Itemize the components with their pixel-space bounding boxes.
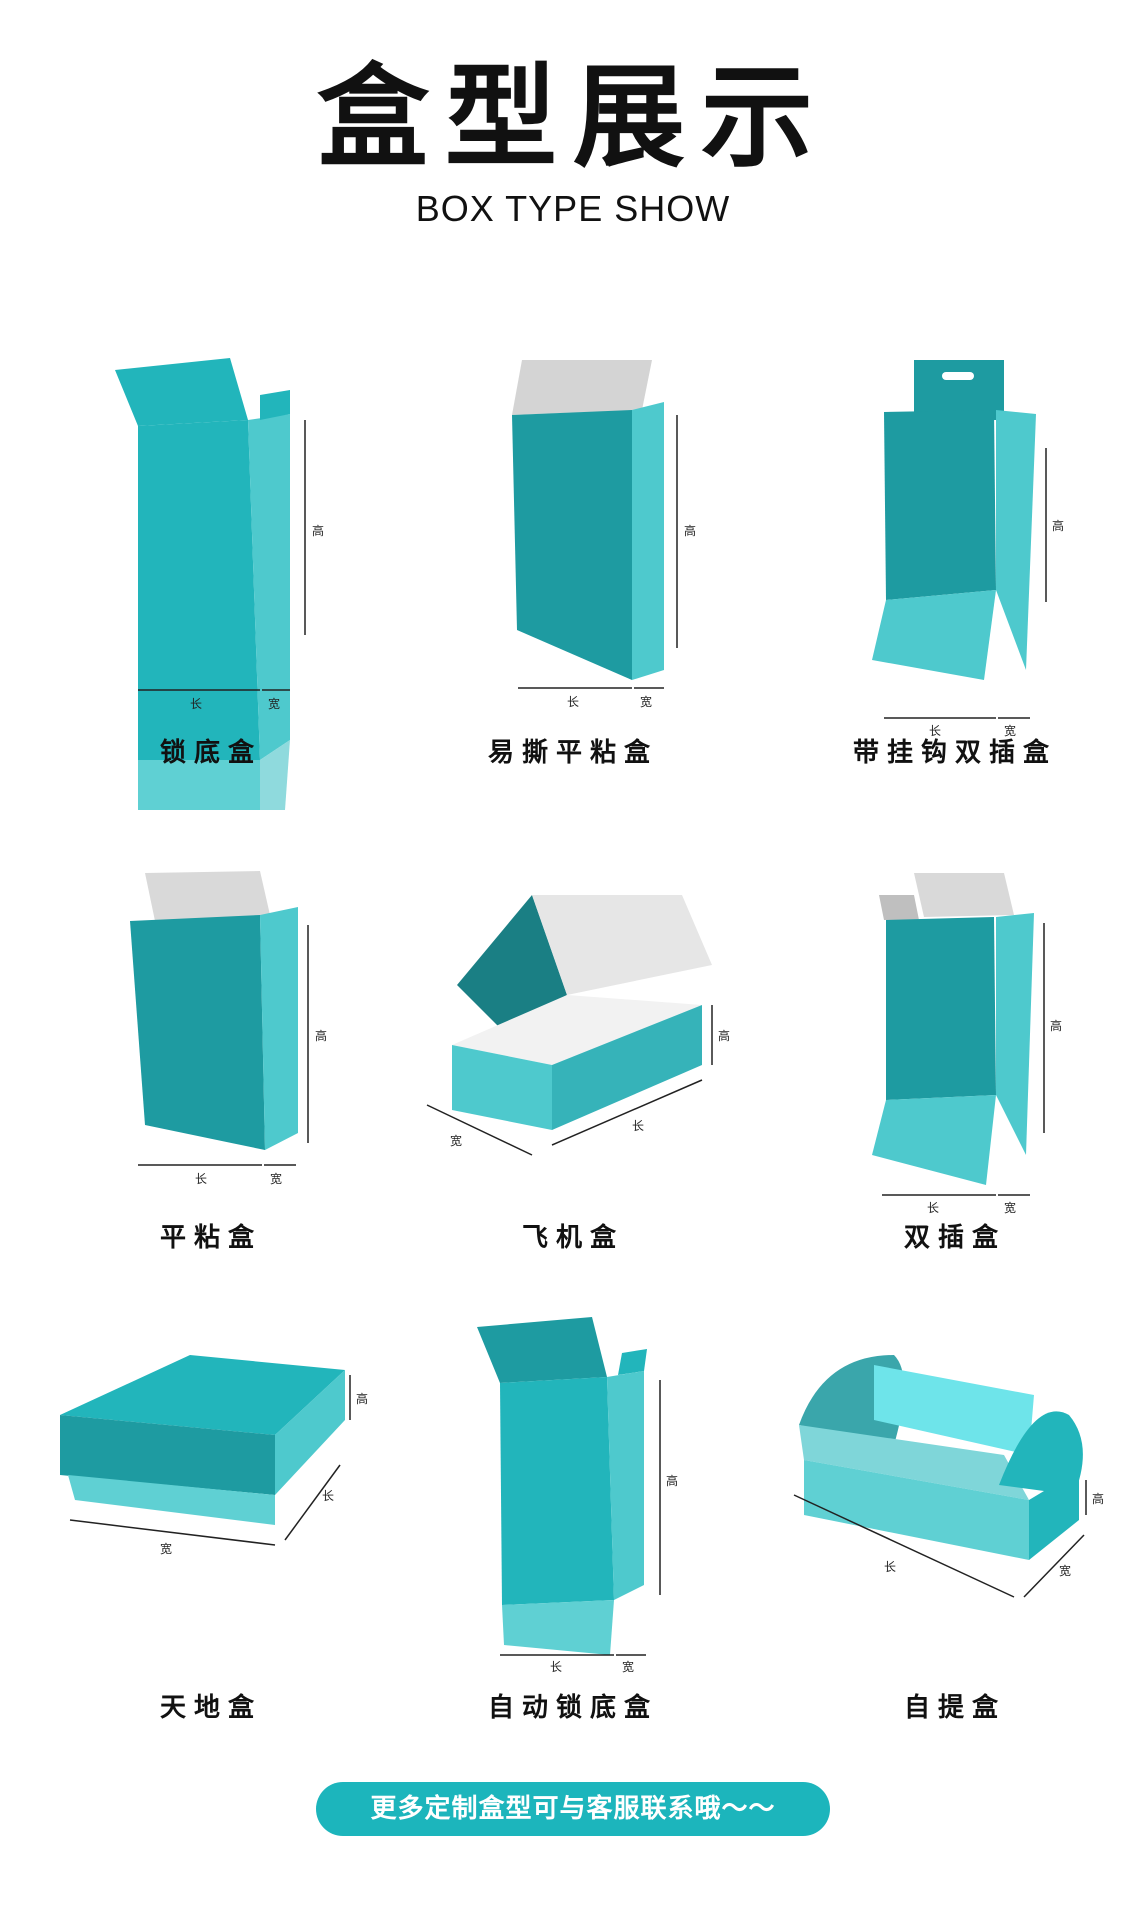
box-label: 易撕平粘盒 <box>487 738 658 768</box>
box-label: 平粘盒 <box>159 1223 262 1253</box>
svg-text:长: 长 <box>190 697 202 711</box>
svg-text:高: 高 <box>666 1473 678 1488</box>
svg-text:长: 长 <box>567 695 579 709</box>
svg-text:长: 长 <box>927 1201 939 1215</box>
svg-text:宽: 宽 <box>1004 723 1016 738</box>
svg-text:高: 高 <box>315 1028 327 1043</box>
auto-lock-bottom-box-illustration: 高 长 宽 <box>477 1317 678 1674</box>
svg-text:宽: 宽 <box>450 1133 462 1148</box>
svg-text:高: 高 <box>1052 518 1064 533</box>
svg-text:长: 长 <box>929 724 941 738</box>
svg-text:高: 高 <box>718 1028 730 1043</box>
easy-tear-box-illustration: 高 长 宽 <box>512 360 696 709</box>
box-label: 锁底盒 <box>159 738 262 768</box>
svg-text:高: 高 <box>312 523 324 538</box>
svg-text:宽: 宽 <box>1059 1563 1071 1578</box>
lock-bottom-box-illustration: 高 长 宽 <box>115 358 324 810</box>
contact-banner[interactable]: 更多定制盒型可与客服联系哦～～ <box>316 1782 830 1836</box>
svg-text:宽: 宽 <box>640 694 652 709</box>
svg-text:宽: 宽 <box>268 696 280 711</box>
double-tuck-box-illustration: 高 长 宽 <box>872 873 1062 1215</box>
box-label: 自提盒 <box>903 1693 1006 1723</box>
page-subtitle: BOX TYPE SHOW <box>415 188 731 229</box>
page-title: 盒型展示 <box>317 52 829 183</box>
svg-text:宽: 宽 <box>622 1659 634 1674</box>
box-label: 飞机盒 <box>521 1223 624 1253</box>
mailer-box-illustration: 高 宽 长 <box>426 895 730 1156</box>
box-label: 自动锁底盒 <box>487 1693 658 1723</box>
box-label: 带挂钩双插盒 <box>852 738 1057 768</box>
takeaway-box-illustration: 高 长 宽 <box>793 1355 1104 1598</box>
svg-text:高: 高 <box>684 523 696 538</box>
svg-text:长: 长 <box>322 1489 334 1503</box>
box-label: 天地盒 <box>159 1693 262 1723</box>
lid-base-box-illustration: 高 宽 长 <box>60 1355 368 1556</box>
svg-text:长: 长 <box>884 1560 896 1574</box>
svg-text:宽: 宽 <box>160 1541 172 1556</box>
svg-text:宽: 宽 <box>270 1171 282 1186</box>
svg-text:长: 长 <box>195 1172 207 1186</box>
svg-text:长: 长 <box>632 1119 644 1133</box>
svg-text:宽: 宽 <box>1004 1200 1016 1215</box>
box-label: 双插盒 <box>903 1223 1006 1253</box>
flat-glue-box-illustration: 高 长 宽 <box>130 871 327 1186</box>
svg-text:长: 长 <box>550 1660 562 1674</box>
hanger-box-illustration: 高 长 宽 <box>872 360 1064 738</box>
svg-text:高: 高 <box>1092 1491 1104 1506</box>
svg-text:高: 高 <box>1050 1018 1062 1033</box>
svg-text:高: 高 <box>356 1391 368 1406</box>
